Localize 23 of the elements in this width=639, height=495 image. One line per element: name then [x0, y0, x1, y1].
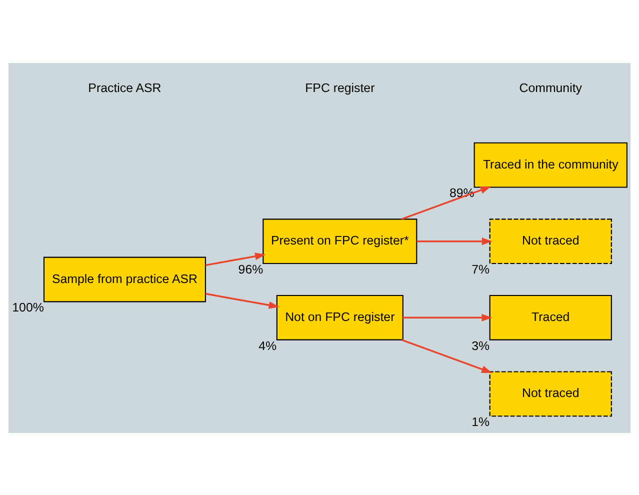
node-label: 96% — [238, 262, 264, 276]
label: FPC register — [305, 80, 375, 95]
node-box: Not traced — [489, 370, 612, 416]
node-label: 89% — [449, 186, 474, 200]
node-box: Traced — [489, 294, 612, 340]
label: Practice ASR — [88, 80, 162, 95]
node-box: Not traced — [489, 218, 612, 264]
arrow — [402, 338, 492, 372]
node-label: 4% — [258, 338, 277, 352]
node-box: Not on FPC register — [276, 294, 404, 340]
node-label: 3% — [472, 338, 490, 352]
node-box: Traced in the community — [474, 142, 628, 188]
node-box: Sample from practice ASR — [43, 256, 206, 302]
arrow — [402, 186, 492, 220]
node-label: 100% — [12, 300, 44, 314]
arrow — [206, 292, 280, 308]
arrow — [206, 252, 266, 266]
arrow — [416, 237, 493, 245]
node-label: 1% — [472, 414, 490, 429]
arrow — [402, 313, 492, 321]
label: Community — [519, 80, 582, 95]
node-label: 7% — [472, 262, 490, 276]
node-box: Present on FPC register* — [262, 218, 418, 264]
